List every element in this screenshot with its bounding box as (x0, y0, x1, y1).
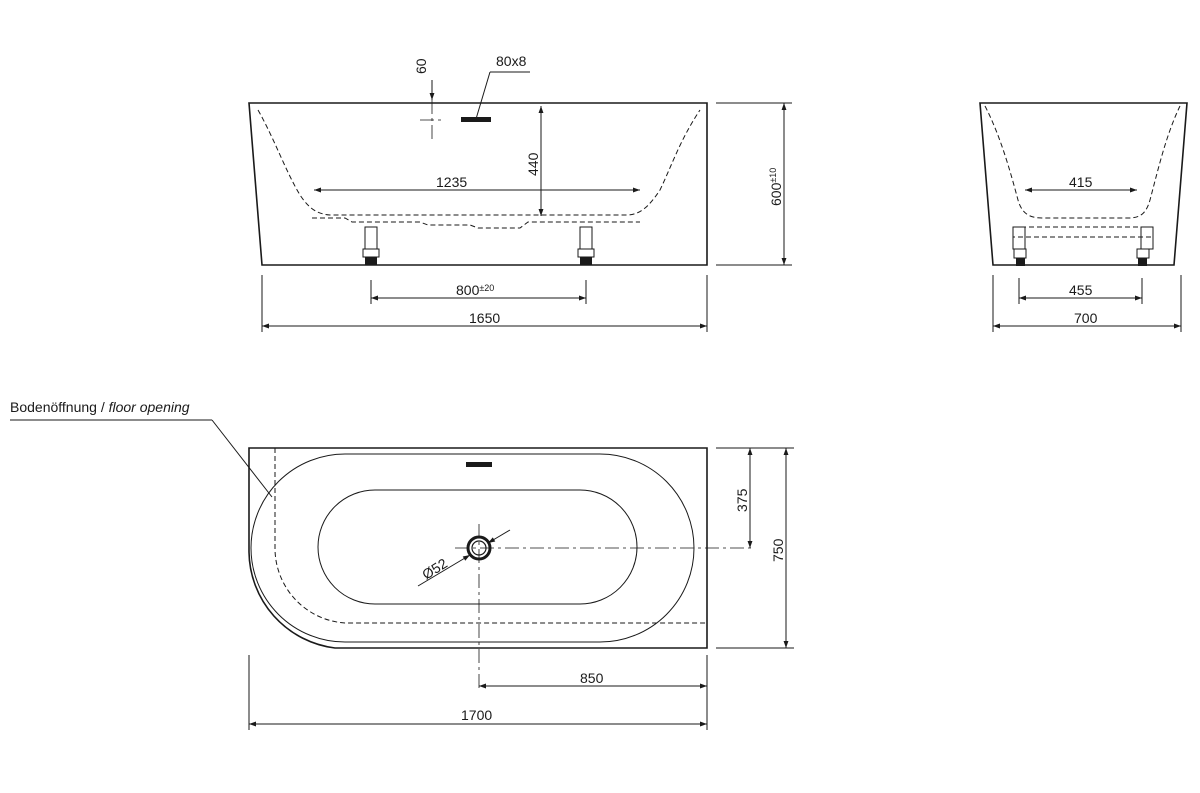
plan-view-rim (250, 453, 695, 643)
plan-view-basin (317, 489, 638, 605)
drain-offset-x-label: 850 (580, 670, 604, 686)
feet-spacing-label: 800±20 (456, 282, 494, 298)
overflow-icon (461, 117, 491, 122)
floor-opening-label: Bodenöffnung / floor opening (10, 399, 190, 415)
overflow-height-label: 60 (413, 58, 429, 74)
drain-diameter-leader-b (487, 529, 511, 544)
end-width-label: 700 (1074, 310, 1098, 326)
side-view-inner-basin (257, 109, 701, 216)
end-view-inner-basin (984, 105, 1181, 219)
side-view: 80x8 60 440 1235 600±10 800±20 (248, 53, 792, 332)
plan-overflow-icon (466, 462, 492, 467)
drain-diameter-label: Ø52 (419, 555, 450, 583)
plan-width-label: 750 (770, 538, 786, 562)
end-view-outline (979, 102, 1188, 266)
overflow-leader (475, 71, 491, 120)
drain-diameter-leader-a (417, 554, 471, 587)
end-foot-frame (1012, 226, 1154, 266)
end-view: 415 455 700 (979, 102, 1188, 332)
inner-length-label: 1235 (436, 174, 467, 190)
overflow-size-label: 80x8 (496, 53, 527, 69)
side-foot-left (362, 226, 380, 265)
total-height-label: 600±10 (768, 168, 784, 206)
plan-view: Ø52 Bodenöffnung / floor opening 375 750… (10, 399, 794, 730)
side-view-outline (248, 102, 708, 266)
length-label: 1650 (469, 310, 500, 326)
side-view-basin-bottom (312, 217, 640, 229)
end-inner-width-label: 415 (1069, 174, 1093, 190)
end-feet-spacing-label: 455 (1069, 282, 1093, 298)
side-foot-right (577, 226, 595, 265)
plan-view-outline (248, 447, 708, 649)
floor-opening-leader (211, 419, 273, 498)
drain-offset-y-label: 375 (734, 488, 750, 512)
plan-length-label: 1700 (461, 707, 492, 723)
inner-depth-label: 440 (525, 152, 541, 176)
floor-opening-outline (274, 448, 707, 624)
